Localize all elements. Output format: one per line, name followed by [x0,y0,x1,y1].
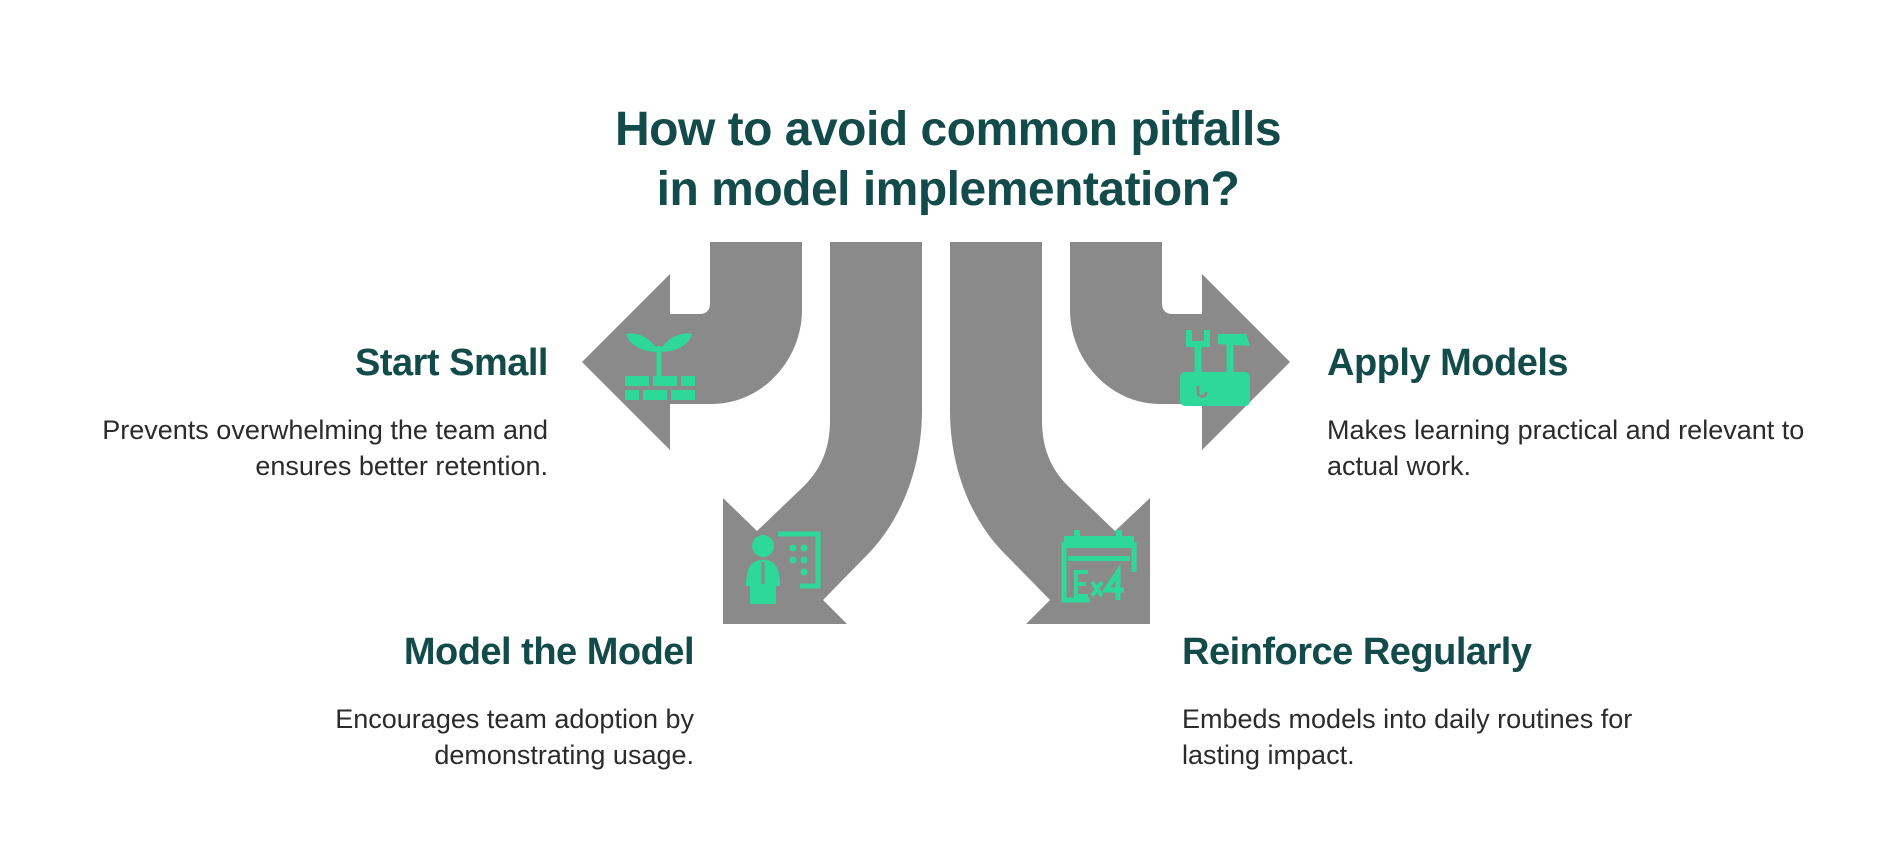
item-start-small: Start Small Prevents overwhelming the te… [40,340,548,484]
calendar-repeat-icon [1061,530,1137,603]
arrow-model-the-model [723,242,922,624]
heading-apply-models: Apply Models [1327,342,1569,384]
arrow-start-small [582,242,802,450]
heading-start-small: Start Small [354,342,549,384]
description-reinforce-regularly: Embeds models into daily routines for la… [1182,704,1633,770]
heading-model-the-model: Model the Model [403,631,695,673]
item-model-the-model: Model the Model Encourages team adoption… [200,629,694,773]
arrow-apply-models [1070,242,1290,450]
presenter-icon [746,531,821,604]
description-apply-models: Makes learning practical and relevant to… [1327,415,1805,481]
item-reinforce-regularly: Reinforce Regularly Embeds models into d… [1182,629,1702,773]
item-apply-models: Apply Models Makes learning practical an… [1327,340,1847,484]
title-line-1: How to avoid common pitfalls [614,103,1282,156]
description-model-the-model: Encourages team adoption by demonstratin… [335,704,694,770]
title-line-2: in model implementation? [656,163,1240,216]
arrow-reinforce-regularly [950,242,1150,624]
heading-reinforce-regularly: Reinforce Regularly [1182,631,1532,673]
description-start-small: Prevents overwhelming the team and ensur… [102,415,548,481]
sprout-bricks-icon [625,333,695,400]
tools-icon [1180,330,1250,406]
diagram-title: How to avoid common pitfalls in model im… [0,100,1896,220]
